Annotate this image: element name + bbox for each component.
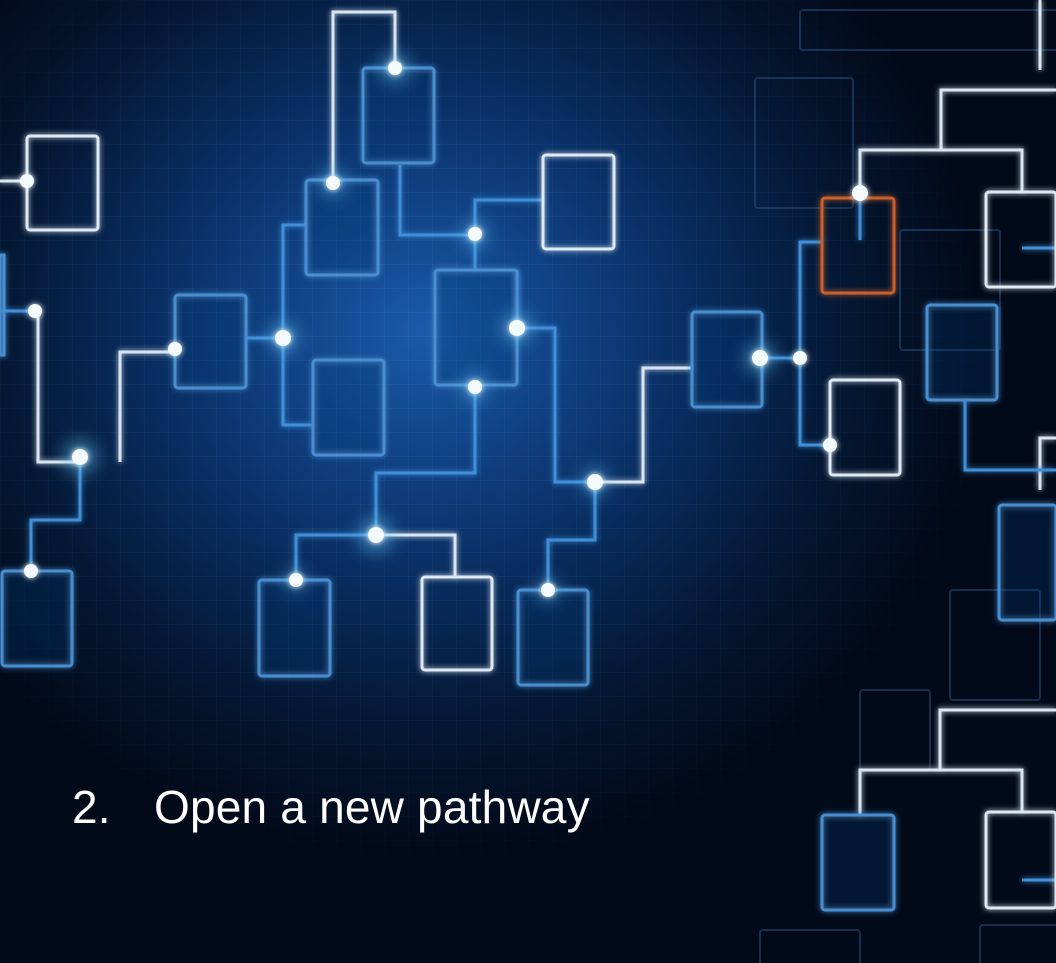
circuit-traces-white [0,0,1056,815]
list-item: 2. Open a new pathway [72,772,590,842]
accent-box [820,196,896,295]
circuit-boxes-blue [0,66,1056,912]
node-dot [20,174,34,188]
node-dot [752,350,768,366]
node-dot [388,61,402,75]
circuit-nodes [20,61,868,597]
node-dot [823,438,837,452]
node-dot [587,474,603,490]
node-dot [275,330,291,346]
node-dot [793,351,807,365]
node-dot [368,527,384,543]
node-dot [468,227,482,241]
list-item-text: Open a new pathway [154,781,590,833]
node-dot [541,583,555,597]
node-dot [24,564,38,578]
node-dot [289,573,303,587]
node-dot [28,304,42,318]
node-dot [72,449,88,465]
node-dot [168,342,182,356]
node-dot [326,176,340,190]
node-dot [852,185,868,201]
node-dot [509,320,525,336]
faint-boxes-right [754,9,1056,963]
list-item-number: 2. [72,781,111,833]
node-dot [468,380,482,394]
